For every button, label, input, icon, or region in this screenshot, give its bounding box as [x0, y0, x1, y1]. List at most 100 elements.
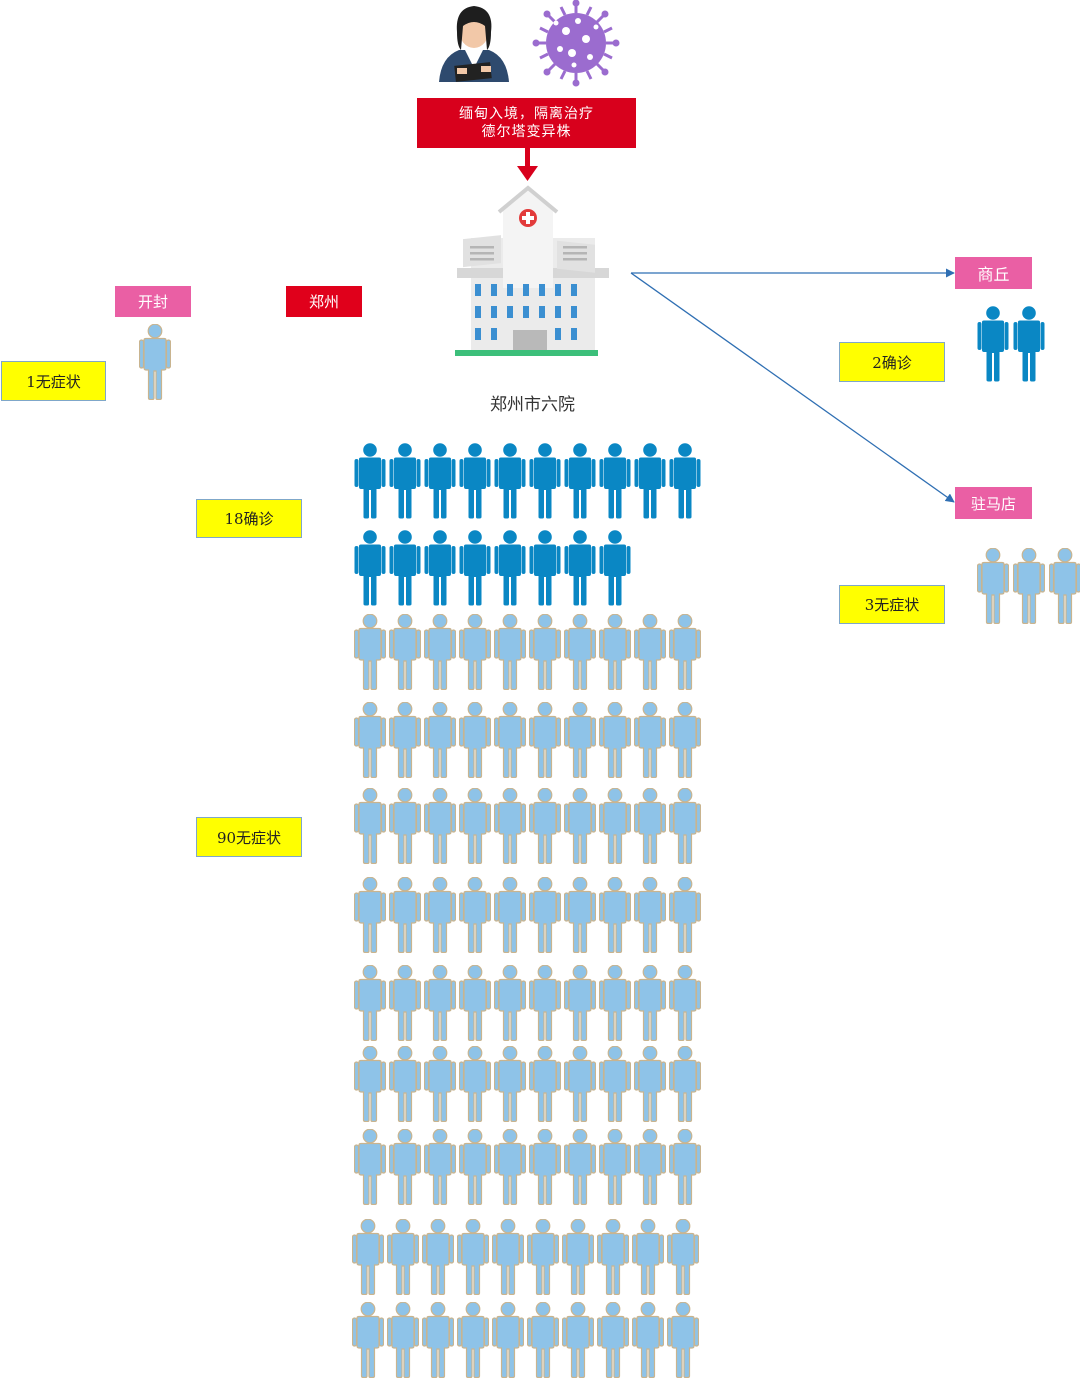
person-icon [354, 965, 386, 1041]
source-case-box: 缅甸入境，隔离治疗 德尔塔变异株 [417, 98, 636, 148]
person-icon [424, 788, 456, 864]
person-icon [459, 614, 491, 690]
person-icon [1049, 548, 1080, 624]
person-icon [527, 1219, 559, 1295]
person-icon [564, 530, 596, 606]
person-icon [529, 1046, 561, 1122]
person-icon [634, 965, 666, 1041]
person-icon [422, 1219, 454, 1295]
person-icon [669, 788, 701, 864]
person-icon [564, 702, 596, 778]
person-icon [389, 530, 421, 606]
person-icon [529, 788, 561, 864]
person-icon [977, 306, 1009, 382]
person-icon [562, 1302, 594, 1378]
label-zhumadian-asymptomatic: 3无症状 [839, 585, 945, 624]
person-icon [599, 614, 631, 690]
red-arrow [517, 148, 538, 181]
person-icon [354, 877, 386, 953]
person-icon [667, 1302, 699, 1378]
person-icon [459, 530, 491, 606]
person-icon [389, 1129, 421, 1205]
person-icon [529, 443, 561, 519]
person-icon [492, 1219, 524, 1295]
person-icon [459, 1046, 491, 1122]
virus-icon [532, 0, 620, 87]
person-icon [387, 1219, 419, 1295]
person-icon [564, 1129, 596, 1205]
person-icon [424, 965, 456, 1041]
person-icon [494, 965, 526, 1041]
person-icon [354, 614, 386, 690]
person-icon [459, 702, 491, 778]
hospital-name: 郑州市六院 [490, 395, 575, 415]
person-icon [424, 1129, 456, 1205]
person-icon [494, 788, 526, 864]
person-icon [529, 965, 561, 1041]
person-icon [354, 530, 386, 606]
label-kaifeng-asymptomatic: 1无症状 [1, 361, 106, 401]
person-icon [494, 614, 526, 690]
person-icon [389, 877, 421, 953]
person-icon [527, 1302, 559, 1378]
source-line-1: 缅甸入境，隔离治疗 [459, 106, 594, 122]
person-icon [1013, 306, 1045, 382]
person-icon [354, 1046, 386, 1122]
person-icon [599, 530, 631, 606]
person-icon [494, 702, 526, 778]
label-zhengzhou-asymptomatic: 90无症状 [196, 817, 302, 857]
person-icon [564, 965, 596, 1041]
hospital-building-icon [455, 185, 609, 356]
person-icon [529, 530, 561, 606]
person-icon [424, 614, 456, 690]
person-icon [459, 965, 491, 1041]
person-icon [669, 1046, 701, 1122]
person-icon [457, 1302, 489, 1378]
person-icon [387, 1302, 419, 1378]
person-icon [389, 614, 421, 690]
person-icon [669, 1129, 701, 1205]
person-icon [352, 1302, 384, 1378]
city-zhengzhou: 郑州 [286, 286, 362, 317]
person-icon [597, 1219, 629, 1295]
person-icon [632, 1219, 664, 1295]
person-icon [354, 788, 386, 864]
person-icon [977, 548, 1009, 624]
person-icon [599, 788, 631, 864]
person-icon [494, 1046, 526, 1122]
person-icon [389, 1046, 421, 1122]
person-icon [669, 702, 701, 778]
doctor-woman-icon [439, 6, 509, 82]
person-icon [634, 614, 666, 690]
person-icon [529, 702, 561, 778]
person-icon [564, 614, 596, 690]
person-icon [634, 877, 666, 953]
label-shangqiu-confirmed: 2确诊 [839, 342, 945, 382]
person-icon [459, 443, 491, 519]
person-icon [494, 877, 526, 953]
person-icon [354, 1129, 386, 1205]
person-icon [634, 1129, 666, 1205]
person-icon [494, 443, 526, 519]
person-icon [529, 614, 561, 690]
person-icon [352, 1219, 384, 1295]
person-icon [424, 1046, 456, 1122]
person-icon [634, 443, 666, 519]
arrow-to-zhumadian [630, 272, 955, 503]
person-icon [669, 443, 701, 519]
person-icon [459, 877, 491, 953]
person-icon [599, 443, 631, 519]
person-icon [599, 702, 631, 778]
person-icon [634, 1046, 666, 1122]
person-icon [494, 1129, 526, 1205]
person-icon [564, 443, 596, 519]
source-line-2: 德尔塔变异株 [481, 124, 572, 140]
person-icon [389, 788, 421, 864]
city-zhumadian: 驻马店 [955, 487, 1032, 519]
person-icon [529, 877, 561, 953]
label-zhengzhou-confirmed: 18确诊 [196, 499, 302, 538]
person-icon [529, 1129, 561, 1205]
spread-arrows [630, 268, 955, 503]
person-icon [424, 702, 456, 778]
